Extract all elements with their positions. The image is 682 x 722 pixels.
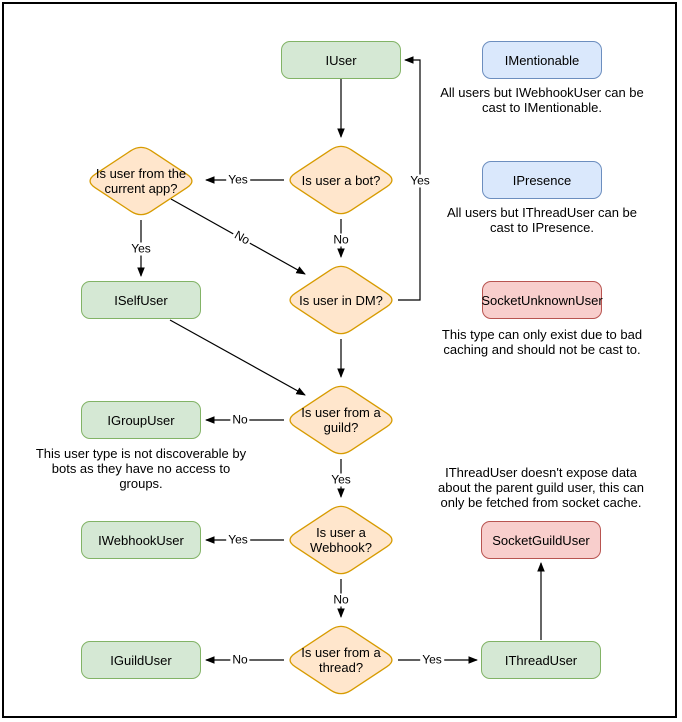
decision-is-bot: Is user a bot? [284,142,398,218]
node-socketguilduser-label: SocketGuildUser [492,532,590,548]
decision-from-guild: Is user from a guild? [284,382,398,458]
node-iuser-label: IUser [325,52,357,68]
diamond-shape-icon [289,385,393,455]
edge-label-bot-no: No [331,232,351,247]
node-socketguilduser: SocketGuildUser [481,521,601,559]
edge-label-webhook-no: No [331,592,351,607]
edge-label-webhook-yes: Yes [226,532,250,547]
diamond-shape-icon [289,265,393,335]
node-imentionable: IMentionable [482,41,602,79]
node-iuser: IUser [281,41,401,79]
edge-label-thread-no: No [230,652,250,667]
node-imentionable-label: IMentionable [504,52,580,68]
node-ithreaduser: IThreadUser [481,641,601,679]
node-iguilduser: IGuildUser [81,641,201,679]
edge-label-thread-yes: Yes [420,652,444,667]
node-ipresence-label: IPresence [512,172,572,188]
decision-current-app: Is user from the current app? [84,143,198,219]
node-socketunknownuser-label: SocketUnknownUser [481,292,603,308]
node-iwebhookuser: IWebhookUser [81,521,201,559]
note-socketunknownuser: This type can only exist due to bad cach… [441,327,643,357]
decision-in-dm: Is user in DM? [284,262,398,338]
edge-label-guild-yes: Yes [329,472,353,487]
diamond-shape-icon [289,505,393,575]
node-ipresence: IPresence [482,161,602,199]
node-socketunknownuser: SocketUnknownUser [481,281,603,319]
decision-from-guild-label: Is user from a guild? [301,405,381,435]
node-iselfuser-label: ISelfUser [114,292,168,308]
node-iwebhookuser-label: IWebhookUser [98,532,184,548]
diamond-shape-icon [289,625,393,695]
diamond-shape-icon [89,146,193,216]
decision-is-webhook-label: Is user a Webhook? [310,525,372,555]
edge-label-guild-no: No [230,412,250,427]
node-iguilduser-label: IGuildUser [110,652,172,668]
note-ipresence: All users but IThreadUser can be cast to… [446,205,638,235]
decision-from-thread: Is user from a thread? [284,622,398,698]
note-igroupuser: This user type is not discoverable by bo… [35,446,247,491]
edge-label-bot-yes: Yes [226,172,250,187]
decision-current-app-label: Is user from the current app? [95,166,187,196]
diamond-shape-icon [289,145,393,215]
decision-is-bot-label: Is user a bot? [301,172,381,188]
decision-in-dm-label: Is user in DM? [299,292,383,308]
node-iselfuser: ISelfUser [81,281,201,319]
note-imentionable: All users but IWebhookUser can be cast t… [440,85,644,115]
decision-from-thread-label: Is user from a thread? [301,645,381,675]
node-ithreaduser-label: IThreadUser [504,652,578,668]
node-igroupuser: IGroupUser [81,401,201,439]
decision-is-webhook: Is user a Webhook? [284,502,398,578]
edge-label-app-yes: Yes [129,241,153,256]
edge-label-dm-yes: Yes [408,173,432,188]
node-igroupuser-label: IGroupUser [107,412,175,428]
note-ithreaduser: IThreadUser doesn't expose data about th… [438,465,644,510]
